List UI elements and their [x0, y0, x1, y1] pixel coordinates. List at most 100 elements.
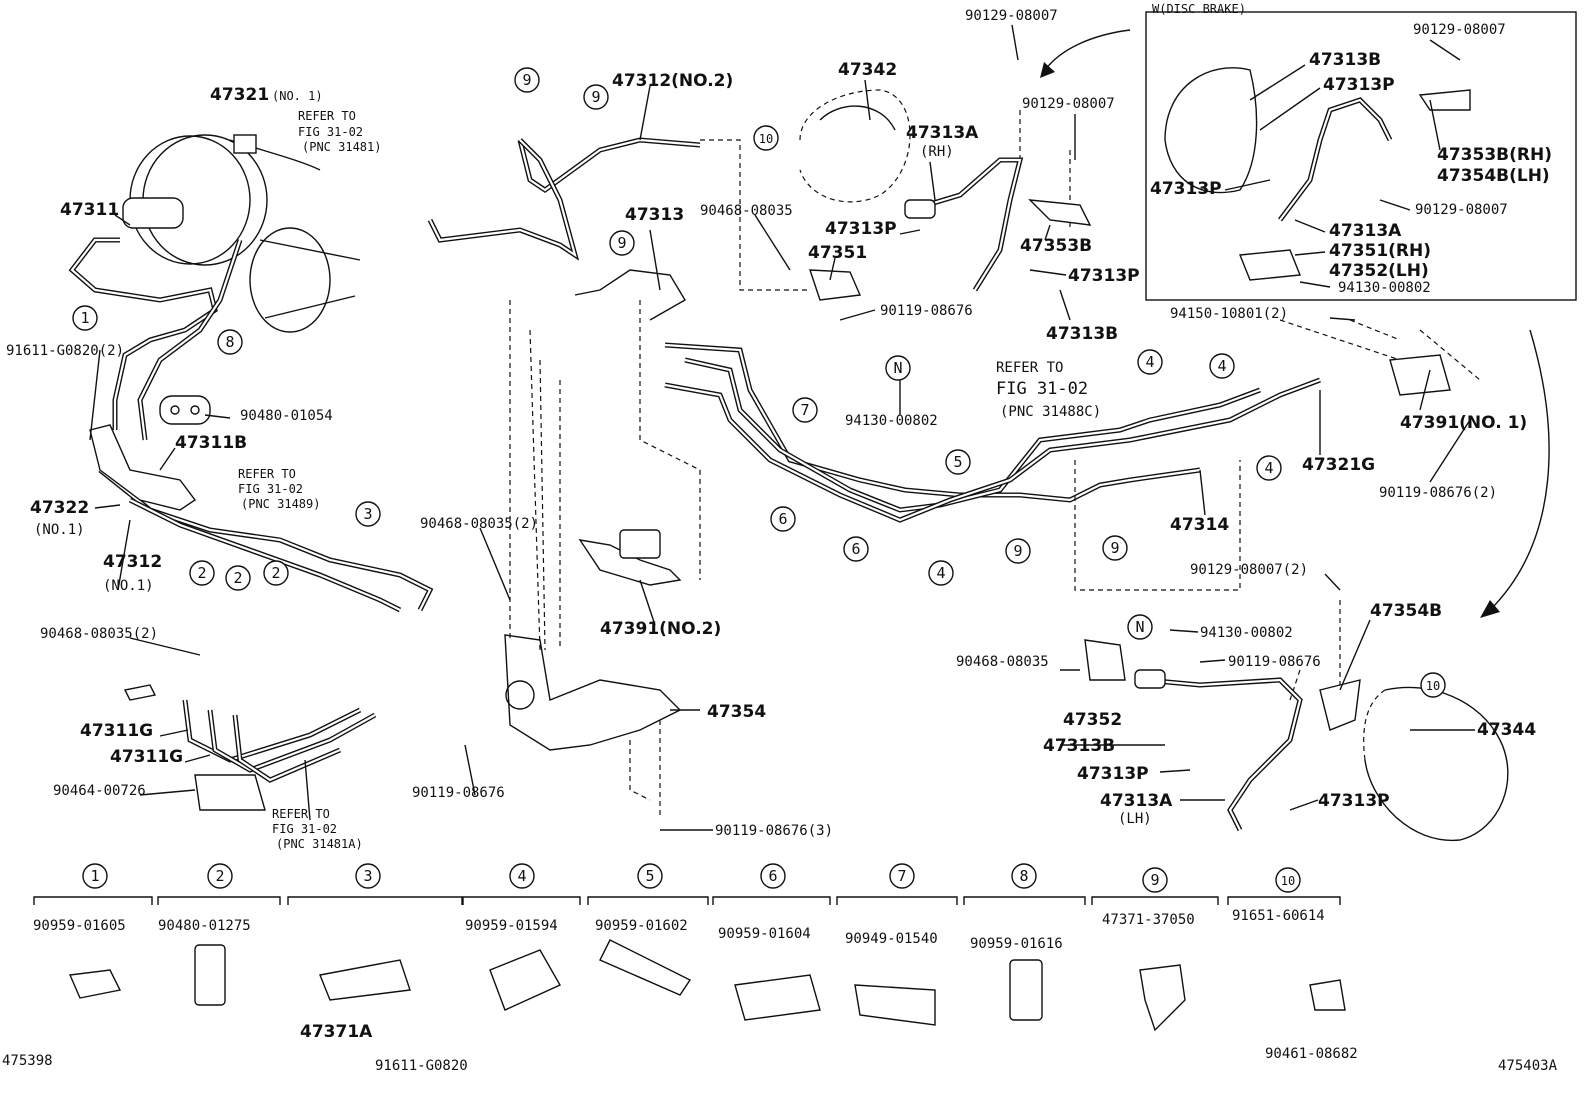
callout-2: 2	[207, 863, 233, 889]
label-47391-no2: 47391(NO.2)	[600, 619, 721, 639]
callout-2: 2	[263, 560, 289, 586]
bracket-47354B	[1319, 679, 1361, 731]
label-90129-08007-a: 90129-08007	[965, 8, 1058, 24]
callout-7-number: 7	[897, 867, 906, 885]
legend-part-10: 91651-60614	[1232, 908, 1325, 924]
label-47312-no1-note: (NO.1)	[103, 578, 154, 594]
label-90461-08682: 90461-08682	[1265, 1046, 1358, 1062]
label-47313B-a: 47313B	[1046, 324, 1118, 344]
callout-N-number: N	[1135, 618, 1144, 636]
legend-part-9: 47371-37050	[1102, 912, 1195, 928]
callout-N-number: N	[893, 359, 902, 377]
callout-2-number: 2	[233, 569, 242, 587]
corner-id-left: 475398	[2, 1053, 53, 1069]
callout-3: 3	[355, 863, 381, 889]
callout-1: 1	[82, 863, 108, 889]
callout-10: 10	[1275, 867, 1301, 893]
legend-part-4: 90959-01594	[465, 918, 558, 934]
label-90119-08676-3: 90119-08676(3)	[715, 823, 833, 839]
inset-47353B: 47353B(RH)	[1437, 145, 1552, 165]
label-90119-08676-2: 90119-08676(2)	[1379, 485, 1497, 501]
label-47342: 47342	[838, 60, 897, 80]
callout-8: 8	[1011, 863, 1037, 889]
label-47354B: 47354B	[1370, 601, 1442, 621]
inset-90129-08007-b: 90129-08007	[1415, 202, 1508, 218]
callout-10-number: 10	[1426, 679, 1440, 693]
callout-10: 10	[1420, 672, 1446, 698]
bracket-47352	[1084, 639, 1126, 681]
callout-5: 5	[637, 863, 663, 889]
inset-47351: 47351(RH)	[1329, 241, 1431, 261]
callout-4-number: 4	[936, 564, 945, 582]
label-47311G-a: 47311G	[80, 721, 153, 741]
bracket-47353B	[1028, 199, 1092, 226]
callout-6: 6	[770, 506, 796, 532]
callout-5-number: 5	[645, 867, 654, 885]
label-94130-00802-a: 94130-00802	[845, 413, 938, 429]
label-47371A: 47371A	[300, 1022, 373, 1042]
refer3-c: (PNC 31481A)	[276, 837, 363, 851]
callout-9: 9	[1142, 867, 1168, 893]
callout-6: 6	[843, 536, 869, 562]
corner-id-right: 475403A	[1498, 1058, 1558, 1074]
label-47344: 47344	[1477, 720, 1536, 740]
drum-47344	[1363, 686, 1509, 841]
label-91611-g0820-2: 91611-G0820(2)	[6, 343, 124, 359]
label-47321-note: (NO. 1)	[272, 89, 323, 103]
callout-9-number: 9	[1110, 539, 1119, 557]
callout-4: 4	[509, 863, 535, 889]
legend-part-7: 90949-01540	[845, 931, 938, 947]
label-47313A-rh-note: (RH)	[920, 144, 954, 160]
refer2-a: REFER TO	[238, 467, 296, 481]
label-47312-no2: 47312(NO.2)	[612, 71, 733, 91]
inset-47313P-b: 47313P	[1150, 179, 1222, 199]
flex-hose-lh	[1134, 669, 1303, 832]
label-47313: 47313	[625, 205, 684, 225]
label-90129-08007-2: 90129-08007(2)	[1190, 562, 1308, 578]
drum-47342	[799, 89, 911, 203]
callout-2-number: 2	[197, 564, 206, 582]
refer3-b: FIG 31-02	[272, 822, 337, 836]
legend-bracket-1	[33, 896, 153, 905]
label-47321: 47321	[210, 85, 269, 105]
inset-94130-00802: 94130-00802	[1338, 280, 1431, 296]
label-90468-08035-b: 90468-08035	[956, 654, 1049, 670]
callout-9: 9	[1102, 535, 1128, 561]
label-90468-08035-2a: 90468-08035(2)	[40, 626, 158, 642]
legend-bracket-10	[1227, 896, 1341, 905]
refer2-c: (PNC 31489)	[241, 497, 320, 511]
label-47312-no1: 47312	[103, 552, 162, 572]
bracket-47351	[809, 269, 862, 301]
inset-47313B: 47313B	[1309, 50, 1381, 70]
callout-7-number: 7	[800, 401, 809, 419]
callout-4-number: 4	[1264, 459, 1273, 477]
label-90464-00726: 90464-00726	[53, 783, 146, 799]
label-90119-08676-b: 90119-08676	[880, 303, 973, 319]
callout-6-number: 6	[778, 510, 787, 528]
callout-4: 4	[928, 560, 954, 586]
callout-2-number: 2	[271, 564, 280, 582]
callout-9-number: 9	[522, 71, 531, 89]
callout-7: 7	[792, 397, 818, 423]
legend-bracket-4	[462, 896, 581, 905]
label-94150-10801-2: 94150-10801(2)	[1170, 306, 1288, 322]
callout-10-number: 10	[1281, 874, 1295, 888]
label-47391-no1: 47391(NO. 1)	[1400, 413, 1527, 433]
callout-5-number: 5	[953, 453, 962, 471]
clamp-90464-00726	[194, 774, 266, 811]
label-47313B-b: 47313B	[1043, 736, 1115, 756]
refer4-b: FIG 31-02	[996, 379, 1088, 399]
callout-1-number: 1	[80, 309, 89, 327]
refer2-b: FIG 31-02	[238, 482, 303, 496]
label-47322-note: (NO.1)	[34, 522, 85, 538]
legend-part-1: 90959-01605	[33, 918, 126, 934]
callout-3-number: 3	[363, 505, 372, 523]
callout-4: 4	[1256, 455, 1282, 481]
callout-N: N	[885, 355, 911, 381]
callout-10-number: 10	[759, 132, 773, 146]
callout-6-number: 6	[851, 540, 860, 558]
legend-bracket-3	[287, 896, 463, 905]
legend-bars	[33, 896, 1341, 905]
bracket-47391-no2	[578, 529, 682, 586]
